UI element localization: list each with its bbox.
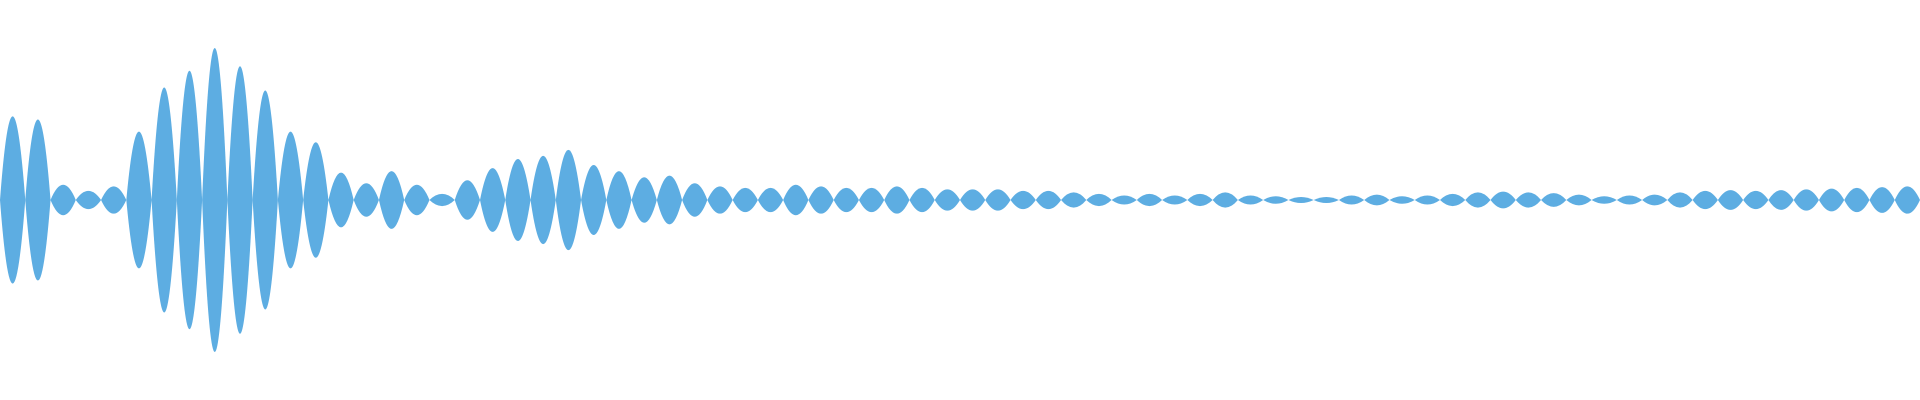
waveform-lobe: [1793, 189, 1819, 211]
waveform-lobe: [783, 184, 809, 216]
waveform-lobe: [1086, 193, 1112, 207]
waveform-lobe: [202, 48, 228, 352]
waveform-lobe: [1743, 190, 1769, 210]
waveform-lobe: [303, 142, 329, 258]
waveform-lobe: [1187, 193, 1213, 207]
waveform-lobe: [1541, 193, 1567, 207]
waveform-lobe: [858, 187, 885, 213]
waveform-lobe: [960, 189, 986, 211]
waveform-lobe: [1162, 195, 1188, 205]
waveform-lobe: [1010, 190, 1036, 210]
waveform-lobe: [682, 183, 708, 217]
waveform-lobe: [50, 184, 76, 216]
waveform-lobe: [25, 119, 51, 281]
waveform-lobe: [1844, 187, 1870, 213]
waveform-lobe: [1212, 192, 1238, 208]
waveform-lobe: [1465, 192, 1491, 208]
waveform-lobe: [1237, 195, 1264, 205]
waveform-lobe: [277, 131, 304, 269]
waveform-lobe: [530, 155, 556, 245]
waveform-lobe: [1313, 196, 1339, 204]
waveform-lobe: [1642, 194, 1668, 206]
waveform-lobe: [909, 187, 935, 213]
waveform-lobe: [1515, 192, 1542, 208]
waveform-lobe: [1566, 194, 1592, 206]
waveform-lobe: [1692, 190, 1718, 210]
waveform-lobe: [808, 186, 834, 214]
waveform-lobe: [1288, 197, 1314, 203]
waveform-lobe: [1440, 193, 1466, 207]
waveform-lobe: [404, 184, 430, 216]
waveform-lobe: [1338, 195, 1365, 205]
waveform-lobe: [0, 116, 26, 284]
waveform-lobe: [1414, 195, 1440, 205]
waveform-lobe: [1616, 195, 1643, 205]
waveform-lobe: [934, 189, 960, 211]
waveform-lobe: [126, 131, 152, 269]
waveform-lobe: [555, 149, 582, 251]
waveform-lobe: [1667, 192, 1693, 208]
waveform-lobe: [378, 171, 405, 229]
waveform-lobe: [1894, 186, 1920, 214]
waveform-lobe: [1717, 190, 1744, 210]
waveform-lobe: [227, 66, 253, 334]
waveform-lobe: [656, 175, 683, 225]
waveform-lobe: [1818, 188, 1845, 212]
waveform-lobe: [1490, 191, 1516, 209]
waveform-lobe: [1364, 194, 1390, 206]
waveform-lobe: [353, 183, 379, 217]
waveform-lobe: [581, 165, 607, 235]
waveform-lobe: [1768, 190, 1794, 210]
waveform-lobe: [833, 187, 859, 213]
waveform-lobe: [151, 87, 177, 313]
waveform-lobe: [101, 186, 127, 214]
waveform-lobe: [454, 180, 480, 220]
waveform-lobe: [480, 168, 506, 232]
waveform-lobe: [1591, 196, 1617, 204]
waveform-lobe: [606, 171, 632, 229]
waveform-lobe: [328, 172, 354, 228]
waveform-lobe: [1035, 190, 1062, 210]
waveform-lobe: [757, 187, 784, 213]
waveform-lobe: [732, 187, 758, 213]
waveform-lobe: [1061, 192, 1087, 208]
waveform-lobe: [1136, 193, 1163, 207]
waveform-lobe: [75, 190, 102, 210]
waveform-lobe: [252, 90, 278, 310]
waveform-lobe: [631, 177, 657, 223]
waveform-lobe: [884, 186, 910, 214]
waveform-lobe: [1263, 196, 1289, 204]
waveform-lobes: [0, 48, 1920, 352]
waveform-lobe: [1389, 196, 1415, 204]
waveform-lobe: [505, 158, 531, 242]
waveform-lobe: [707, 186, 733, 214]
waveform-lobe: [1869, 187, 1895, 213]
waveform-lobe: [985, 189, 1011, 211]
waveform-lobe: [1111, 195, 1137, 205]
waveform-lobe: [429, 193, 455, 207]
waveform-lobe: [176, 70, 203, 330]
